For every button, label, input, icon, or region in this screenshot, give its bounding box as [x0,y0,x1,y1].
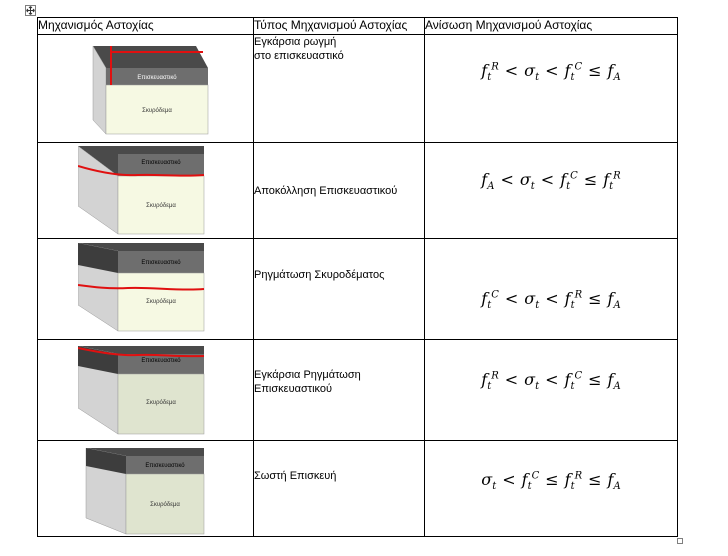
header-type[interactable]: Τύπος Μηχανισμού Αστοχίας [253,17,425,35]
repair-layer-front [118,354,204,374]
crack-line [110,46,203,85]
concrete-front [105,84,209,135]
mechanism-type-label: Εγκάρσια ρωγμή στο επισκευαστικό [254,36,344,62]
repair-layer-side [78,243,118,273]
concrete-front [117,175,205,235]
debonding-illustration: Επισκευαστικό Σκυρόδεμα [78,146,205,235]
block-top-face [86,448,204,456]
table-row: Επισκευαστικό Σκυρόδεμα Εγκάρσια ρωγμή σ… [37,34,678,143]
repair-layer-front [126,456,204,474]
crack-line [78,165,205,177]
repair-layer-side [86,448,126,474]
repair-label: Επισκευαστικό [145,462,185,469]
concrete-front [125,473,205,535]
concrete-label: Σκυρόδεμα [146,298,176,305]
concrete-label: Σκυρόδεμα [150,501,180,508]
mechanism-type-cell[interactable]: Αποκόλληση Επισκευαστικού [253,142,425,239]
inequality-cell[interactable]: ftC<σt<ftR≤fA [424,238,678,340]
table-resize-handle[interactable] [677,538,683,544]
repair-label: Επισκευαστικό [141,259,181,266]
inequality-formula: σt<ftC≤ftR≤fA [481,470,621,493]
header-inequality[interactable]: Ανίσωση Μηχανισμού Αστοχίας [424,17,678,35]
mechanism-type-cell[interactable]: Εγκάρσια ρωγμή στο επισκευαστικό [253,34,425,143]
mechanism-type-label: Εγκάρσια Ρηγμάτωση Επισκευαστικού [254,369,361,395]
header-row: Μηχανισμός Αστοχίας Τύπος Μηχανισμού Αστ… [37,17,678,35]
failure-mechanism-table: Μηχανισμός Αστοχίας Τύπος Μηχανισμού Αστ… [37,17,678,537]
mechanism-type-label: Αποκόλληση Επισκευαστικού [254,184,398,197]
transverse-crack-illustration: Επισκευαστικό Σκυρόδεμα [92,46,209,135]
mechanism-type-label: Σωστή Επισκευή [254,470,337,482]
mechanism-illustration-cell[interactable]: Επισκευαστικό Σκυρόδεμα [37,339,254,441]
repair-label: Επισκευαστικό [141,159,181,166]
mechanism-illustration-cell[interactable]: Επισκευαστικό Σκυρόδεμα [37,142,254,239]
inequality-cell[interactable]: fA<σt<ftC≤ftR [424,142,678,239]
mechanism-type-cell[interactable]: Εγκάρσια Ρηγμάτωση Επισκευαστικού [253,339,425,441]
block-top-face [78,346,204,354]
block-top-face [78,243,204,251]
concrete-cracking-illustration: Επισκευαστικό Σκυρόδεμα [78,243,205,332]
inequality-cell[interactable]: ftR<σt<ftC≤fA [424,339,678,441]
header-mechanism[interactable]: Μηχανισμός Αστοχίας [37,17,254,35]
inequality-formula: fA<σt<ftC≤ftR [481,170,621,193]
crack-line [78,284,205,291]
mechanism-illustration-cell[interactable]: Επισκευαστικό Σκυρόδεμα [37,440,254,537]
mechanism-type-cell[interactable]: Ρηγμάτωση Σκυροδέματος [253,238,425,340]
inequality-formula: ftC<σt<ftR≤fA [481,289,621,312]
inequality-formula: ftR<σt<ftC≤fA [481,370,621,393]
correct-repair-illustration: Επισκευαστικό Σκυρόδεμα [85,448,205,535]
concrete-label: Σκυρόδεμα [142,107,172,114]
mechanism-illustration-cell[interactable]: Επισκευαστικό Σκυρόδεμα [37,238,254,340]
inequality-cell[interactable]: σt<ftC≤ftR≤fA [424,440,678,537]
concrete-front [117,272,205,332]
table-row: Επισκευαστικό Σκυρόδεμα Ρηγμάτωση Σκυροδ… [37,238,678,340]
table-row: Επισκευαστικό Σκυρόδεμα Εγκάρσια Ρηγμάτω… [37,339,678,441]
repair-label: Επισκευαστικό [137,74,177,81]
concrete-label: Σκυρόδεμα [146,399,176,406]
mechanism-type-label: Ρηγμάτωση Σκυροδέματος [254,269,385,281]
repair-layer-front [118,251,204,273]
repair-label: Επισκευαστικό [141,357,181,364]
repair-layer-front [106,68,208,85]
crack-line [78,347,205,358]
concrete-front [117,373,205,435]
mechanism-illustration-cell[interactable]: Επισκευαστικό Σκυρόδεμα [37,34,254,143]
inequality-formula: ftR<σt<ftC≤fA [481,61,621,84]
inequality-cell[interactable]: ftR<σt<ftC≤fA [424,34,678,143]
transverse-repair-cracking-illustration: Επισκευαστικό Σκυρόδεμα [78,346,205,435]
repair-layer-front [118,154,204,176]
table-row: Επισκευαστικό Σκυρόδεμα Αποκόλληση Επισκ… [37,142,678,239]
table-row: Επισκευαστικό Σκυρόδεμα Σωστή Επισκευή σ… [37,440,678,537]
table-move-handle-icon[interactable] [25,5,36,16]
mechanism-type-cell[interactable]: Σωστή Επισκευή [253,440,425,537]
concrete-label: Σκυρόδεμα [146,202,176,209]
